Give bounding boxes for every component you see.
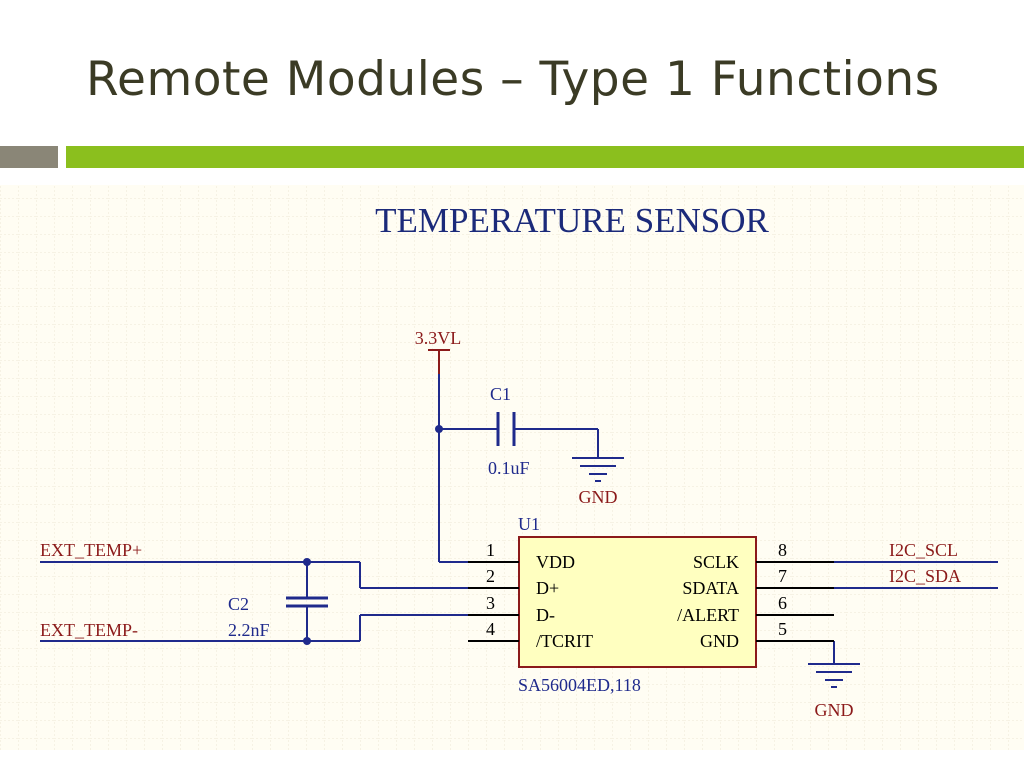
- u1-pin-lines: [468, 561, 834, 642]
- gnd-label-1: GND: [579, 487, 618, 507]
- c2-value: 2.2nF: [228, 620, 270, 640]
- c1-designator: C1: [490, 384, 511, 404]
- c2-designator: C2: [228, 594, 249, 614]
- u1-body: [518, 536, 757, 668]
- net-label-ext-temp-plus: EXT_TEMP+: [40, 540, 142, 560]
- gnd-label-2: GND: [815, 700, 854, 720]
- u1-pin-number: 6: [778, 593, 787, 613]
- accent-bar-gray: [0, 146, 58, 168]
- u1-pin-name: VDD: [536, 552, 575, 572]
- u1-pin-name: GND: [700, 631, 739, 651]
- schematic-heading: TEMPERATURE SENSOR: [375, 201, 769, 240]
- schematic-grid: [0, 185, 1024, 750]
- net-label-ext-temp-minus: EXT_TEMP-: [40, 620, 138, 640]
- ground-symbol-1: [572, 457, 624, 482]
- u1-pin-name: SCLK: [693, 552, 739, 572]
- ground-symbol-2: [808, 663, 860, 688]
- power-net-label: 3.3VL: [415, 328, 462, 348]
- power-symbol: [428, 349, 450, 374]
- u1-pin-name: /TCRIT: [536, 631, 593, 651]
- c1-value: 0.1uF: [488, 458, 530, 478]
- accent-bar-green: [66, 146, 1024, 168]
- u1-pin-number: 2: [486, 566, 495, 586]
- u1-pin-name: D-: [536, 605, 555, 625]
- capacitor-c2-symbol: [286, 596, 328, 608]
- slide-title: Remote Modules – Type 1 Functions: [86, 52, 940, 107]
- capacitor-c1-symbol: [496, 412, 516, 446]
- schematic-diagram: TEMPERATURE SENSOR 3.3VL C1 0.1uF: [0, 185, 1024, 750]
- u1-designator: U1: [518, 514, 540, 534]
- u1-pin-name: /ALERT: [677, 605, 739, 625]
- net-label-i2c-scl: I2C_SCL: [889, 540, 958, 560]
- junction-dots: [303, 425, 443, 645]
- u1-pin-name: D+: [536, 578, 559, 598]
- u1-pin-name: SDATA: [682, 578, 739, 598]
- u1-pin-number: 1: [486, 540, 495, 560]
- u1-part-number: SA56004ED,118: [518, 675, 641, 695]
- u1-pin-number: 7: [778, 566, 787, 586]
- u1-pin-number: 3: [486, 593, 495, 613]
- u1-pin-number: 8: [778, 540, 787, 560]
- net-label-i2c-sda: I2C_SDA: [889, 566, 961, 586]
- u1-pin-number: 5: [778, 619, 787, 639]
- u1-pin-number: 4: [486, 619, 495, 639]
